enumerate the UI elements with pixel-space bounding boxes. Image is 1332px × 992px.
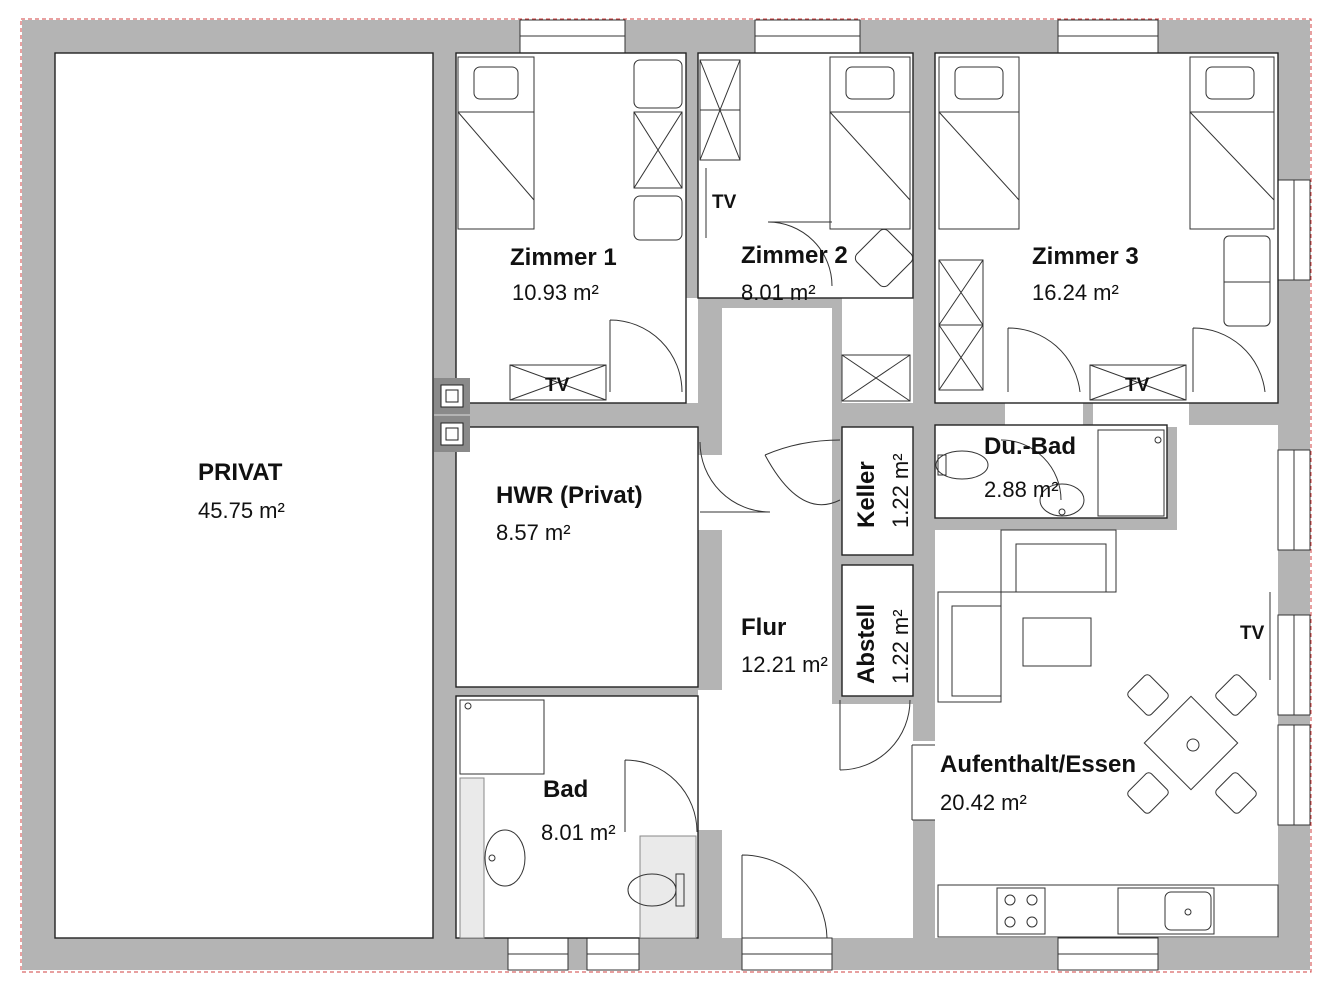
bath-fixtures — [459, 429, 1165, 939]
dubad-area: 2.88 m² — [984, 477, 1059, 502]
flur-area: 12.21 m² — [741, 652, 828, 677]
zimmer2-name: Zimmer 2 — [741, 242, 848, 269]
room-outlines — [54, 52, 1279, 939]
privat-area: 45.75 m² — [198, 498, 285, 523]
abstell-name: Abstell — [853, 604, 880, 684]
dubad-name: Du.-Bad — [984, 433, 1076, 460]
room-labels: PRIVAT 45.75 m² Zimmer 1 10.93 m² Zimmer… — [198, 242, 1139, 845]
keller-area: 1.22 m² — [888, 453, 913, 528]
doors — [609, 221, 1266, 939]
tv-label-aufenthalt: TV — [1240, 623, 1265, 644]
plan-border — [20, 18, 1312, 973]
tv-label-zimmer1: TV — [545, 375, 570, 396]
privat-name: PRIVAT — [198, 459, 283, 486]
beds — [457, 56, 1275, 230]
flur-name: Flur — [741, 614, 786, 641]
zimmer1-area: 10.93 m² — [512, 280, 599, 305]
aufenthalt-area: 20.42 m² — [940, 790, 1027, 815]
tv-labels: TV TV TV TV — [545, 192, 1265, 644]
bad-area: 8.01 m² — [541, 820, 616, 845]
zimmer3-area: 16.24 m² — [1032, 280, 1119, 305]
keller-name: Keller — [853, 461, 880, 528]
tv-label-zimmer2: TV — [712, 192, 737, 213]
shaft-squares — [434, 378, 470, 452]
aufenthalt-name: Aufenthalt/Essen — [940, 751, 1136, 778]
zimmer1-name: Zimmer 1 — [510, 244, 617, 271]
cabinets — [633, 59, 1271, 402]
bad-name: Bad — [543, 776, 588, 803]
tv-label-zimmer3: TV — [1125, 375, 1150, 396]
hwr-area: 8.57 m² — [496, 520, 571, 545]
hwr-name: HWR (Privat) — [496, 482, 643, 509]
zimmer3-name: Zimmer 3 — [1032, 243, 1139, 270]
tv-stands — [509, 168, 1271, 680]
abstell-area: 1.22 m² — [888, 609, 913, 684]
zimmer2-area: 8.01 m² — [741, 280, 816, 305]
living-furniture — [937, 529, 1279, 938]
